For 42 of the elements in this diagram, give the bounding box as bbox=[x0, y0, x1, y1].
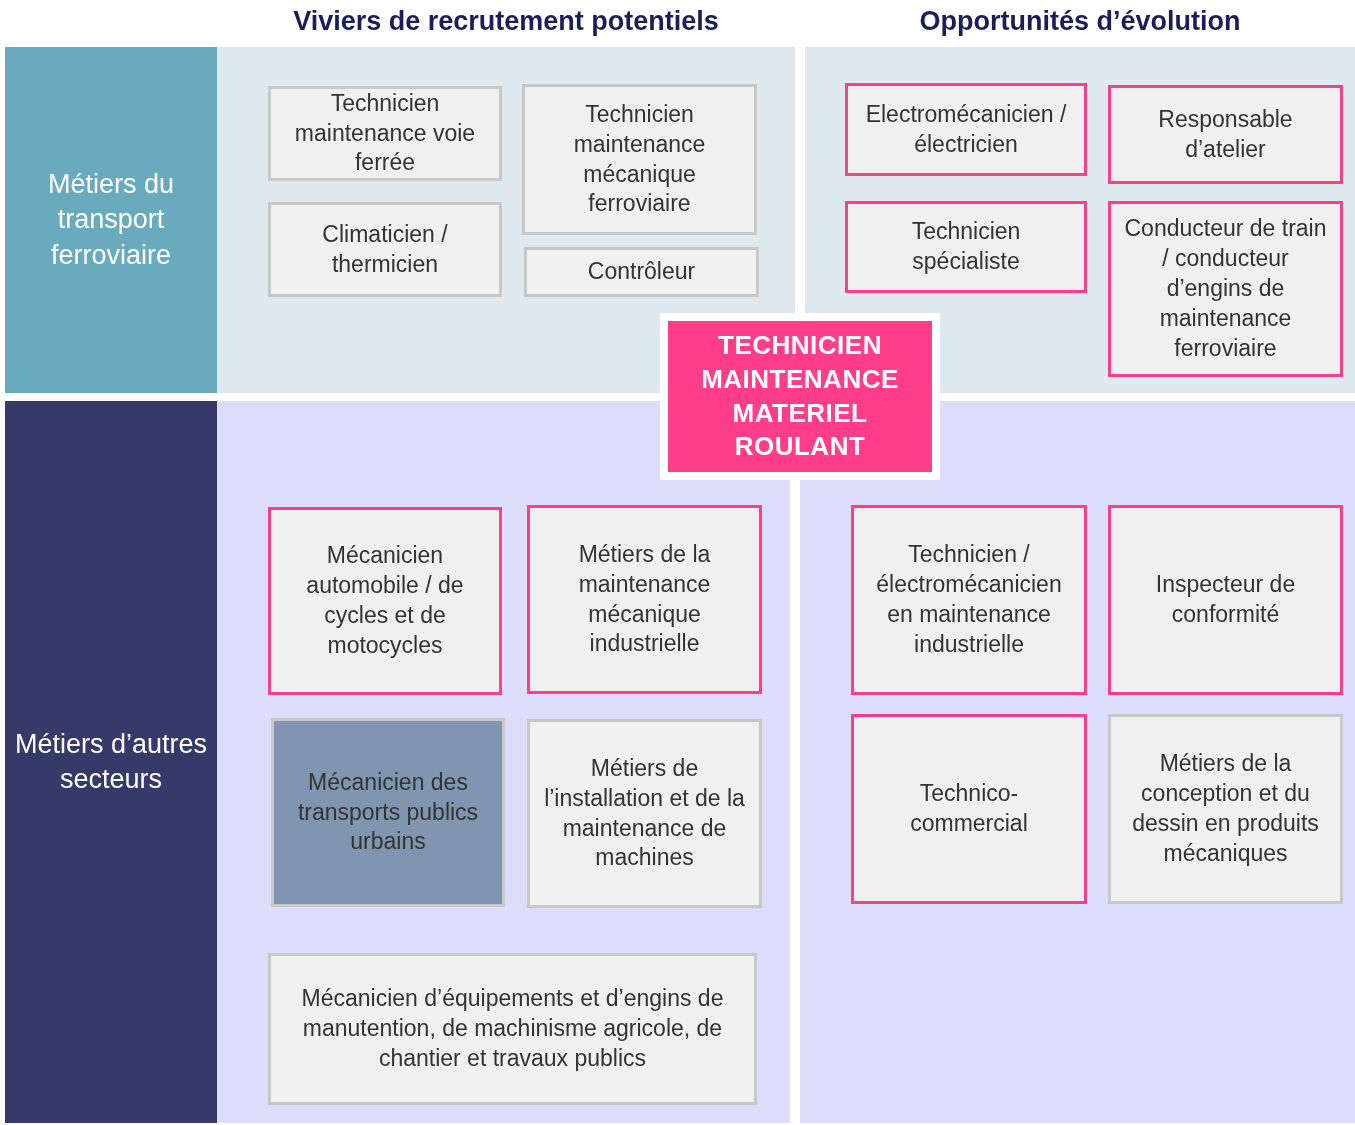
job-box bbox=[1108, 85, 1343, 184]
job-title: Technicien spécialiste bbox=[910, 217, 1022, 276]
job-box bbox=[851, 714, 1087, 904]
job-title: Technicien maintenance voie ferrée bbox=[293, 88, 477, 178]
job-title: TECHNICIEN MAINTENANCE MATERIEL ROULANT bbox=[700, 328, 900, 464]
job-title: Technicien maintenance mécanique ferroviaire bbox=[572, 99, 707, 219]
job-title: Technicien / électromécanicien en maintenance industrielle bbox=[875, 540, 1063, 659]
job-box bbox=[524, 247, 759, 297]
job-title: Technico-commercial bbox=[909, 779, 1029, 838]
job-title: Electromécanicien / électricien bbox=[864, 99, 1068, 159]
job-title: Métiers du transport ferroviaire bbox=[46, 168, 176, 272]
job-title: Mécanicien automobile / de cycles et de motocycles bbox=[305, 541, 465, 660]
job-title: Métiers de la maintenance mécanique industrielle bbox=[577, 539, 712, 659]
job-title: Contrôleur bbox=[587, 257, 696, 287]
job-box bbox=[1108, 714, 1343, 904]
job-box bbox=[851, 505, 1087, 695]
job-box bbox=[527, 719, 762, 908]
job-box bbox=[527, 505, 762, 694]
row-header-band bbox=[5, 401, 217, 1123]
job-box bbox=[1108, 201, 1343, 377]
job-box bbox=[845, 201, 1087, 293]
job-title: Métiers de l’installation et de la maintenance de machines bbox=[543, 753, 746, 873]
job-box bbox=[268, 953, 757, 1105]
job-box bbox=[268, 507, 502, 695]
job-box bbox=[271, 718, 505, 907]
job-title: Métiers de la conception et du dessin en produits mécaniques bbox=[1131, 749, 1320, 868]
job-title: Mécanicien d’équipements et d’engins de manutention, de machinisme agricole, de chantier et travaux publics bbox=[300, 984, 725, 1073]
job-box bbox=[1108, 505, 1343, 695]
job-title: Métiers d’autres secteurs bbox=[13, 727, 209, 796]
job-title: Climaticien / thermicien bbox=[321, 219, 449, 279]
job-title: Responsable d’atelier bbox=[1157, 104, 1294, 164]
job-box bbox=[522, 84, 757, 235]
central-job-box bbox=[660, 313, 940, 480]
row-header-band bbox=[5, 47, 217, 393]
column-heading: Opportunités d’évolution bbox=[918, 6, 1242, 37]
job-box bbox=[268, 86, 502, 181]
job-box bbox=[845, 83, 1087, 176]
job-title: Inspecteur de conformité bbox=[1154, 570, 1297, 629]
job-title: Mécanicien des transports publics urbains bbox=[296, 767, 480, 857]
job-box bbox=[268, 202, 502, 297]
job-title: Conducteur de train / conducteur d’engins de maintenance ferroviaire bbox=[1123, 214, 1328, 363]
column-heading: Viviers de recrutement potentiels bbox=[292, 6, 720, 37]
